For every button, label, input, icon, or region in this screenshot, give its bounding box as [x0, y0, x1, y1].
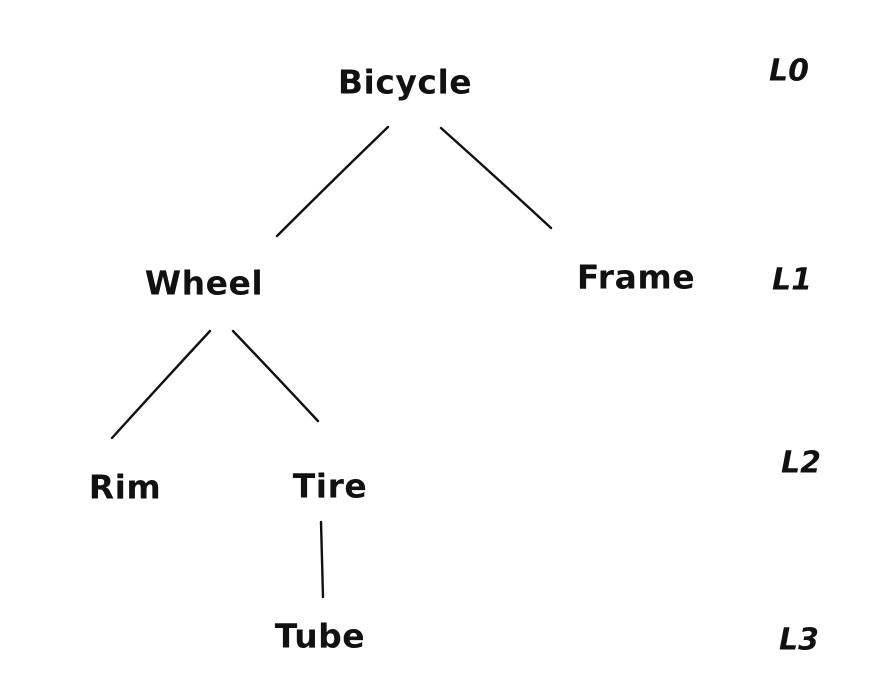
- node-frame: Frame: [576, 257, 696, 297]
- edge-wheel-tire: [231, 329, 320, 423]
- node-rim: Rim: [88, 467, 162, 507]
- node-tire: Tire: [292, 466, 368, 506]
- node-tube: Tube: [274, 616, 366, 656]
- edge-bicycle-frame: [439, 126, 553, 230]
- edge-wheel-rim: [110, 329, 212, 440]
- level-label-l3: L3: [779, 622, 819, 658]
- level-label-l1: L1: [772, 262, 812, 298]
- edge-bicycle-wheel: [275, 125, 390, 238]
- edge-tire-tube: [319, 520, 325, 599]
- level-label-l0: L0: [769, 53, 809, 89]
- node-wheel: Wheel: [144, 263, 264, 303]
- node-bicycle: Bicycle: [337, 62, 473, 102]
- level-label-l2: L2: [781, 445, 821, 481]
